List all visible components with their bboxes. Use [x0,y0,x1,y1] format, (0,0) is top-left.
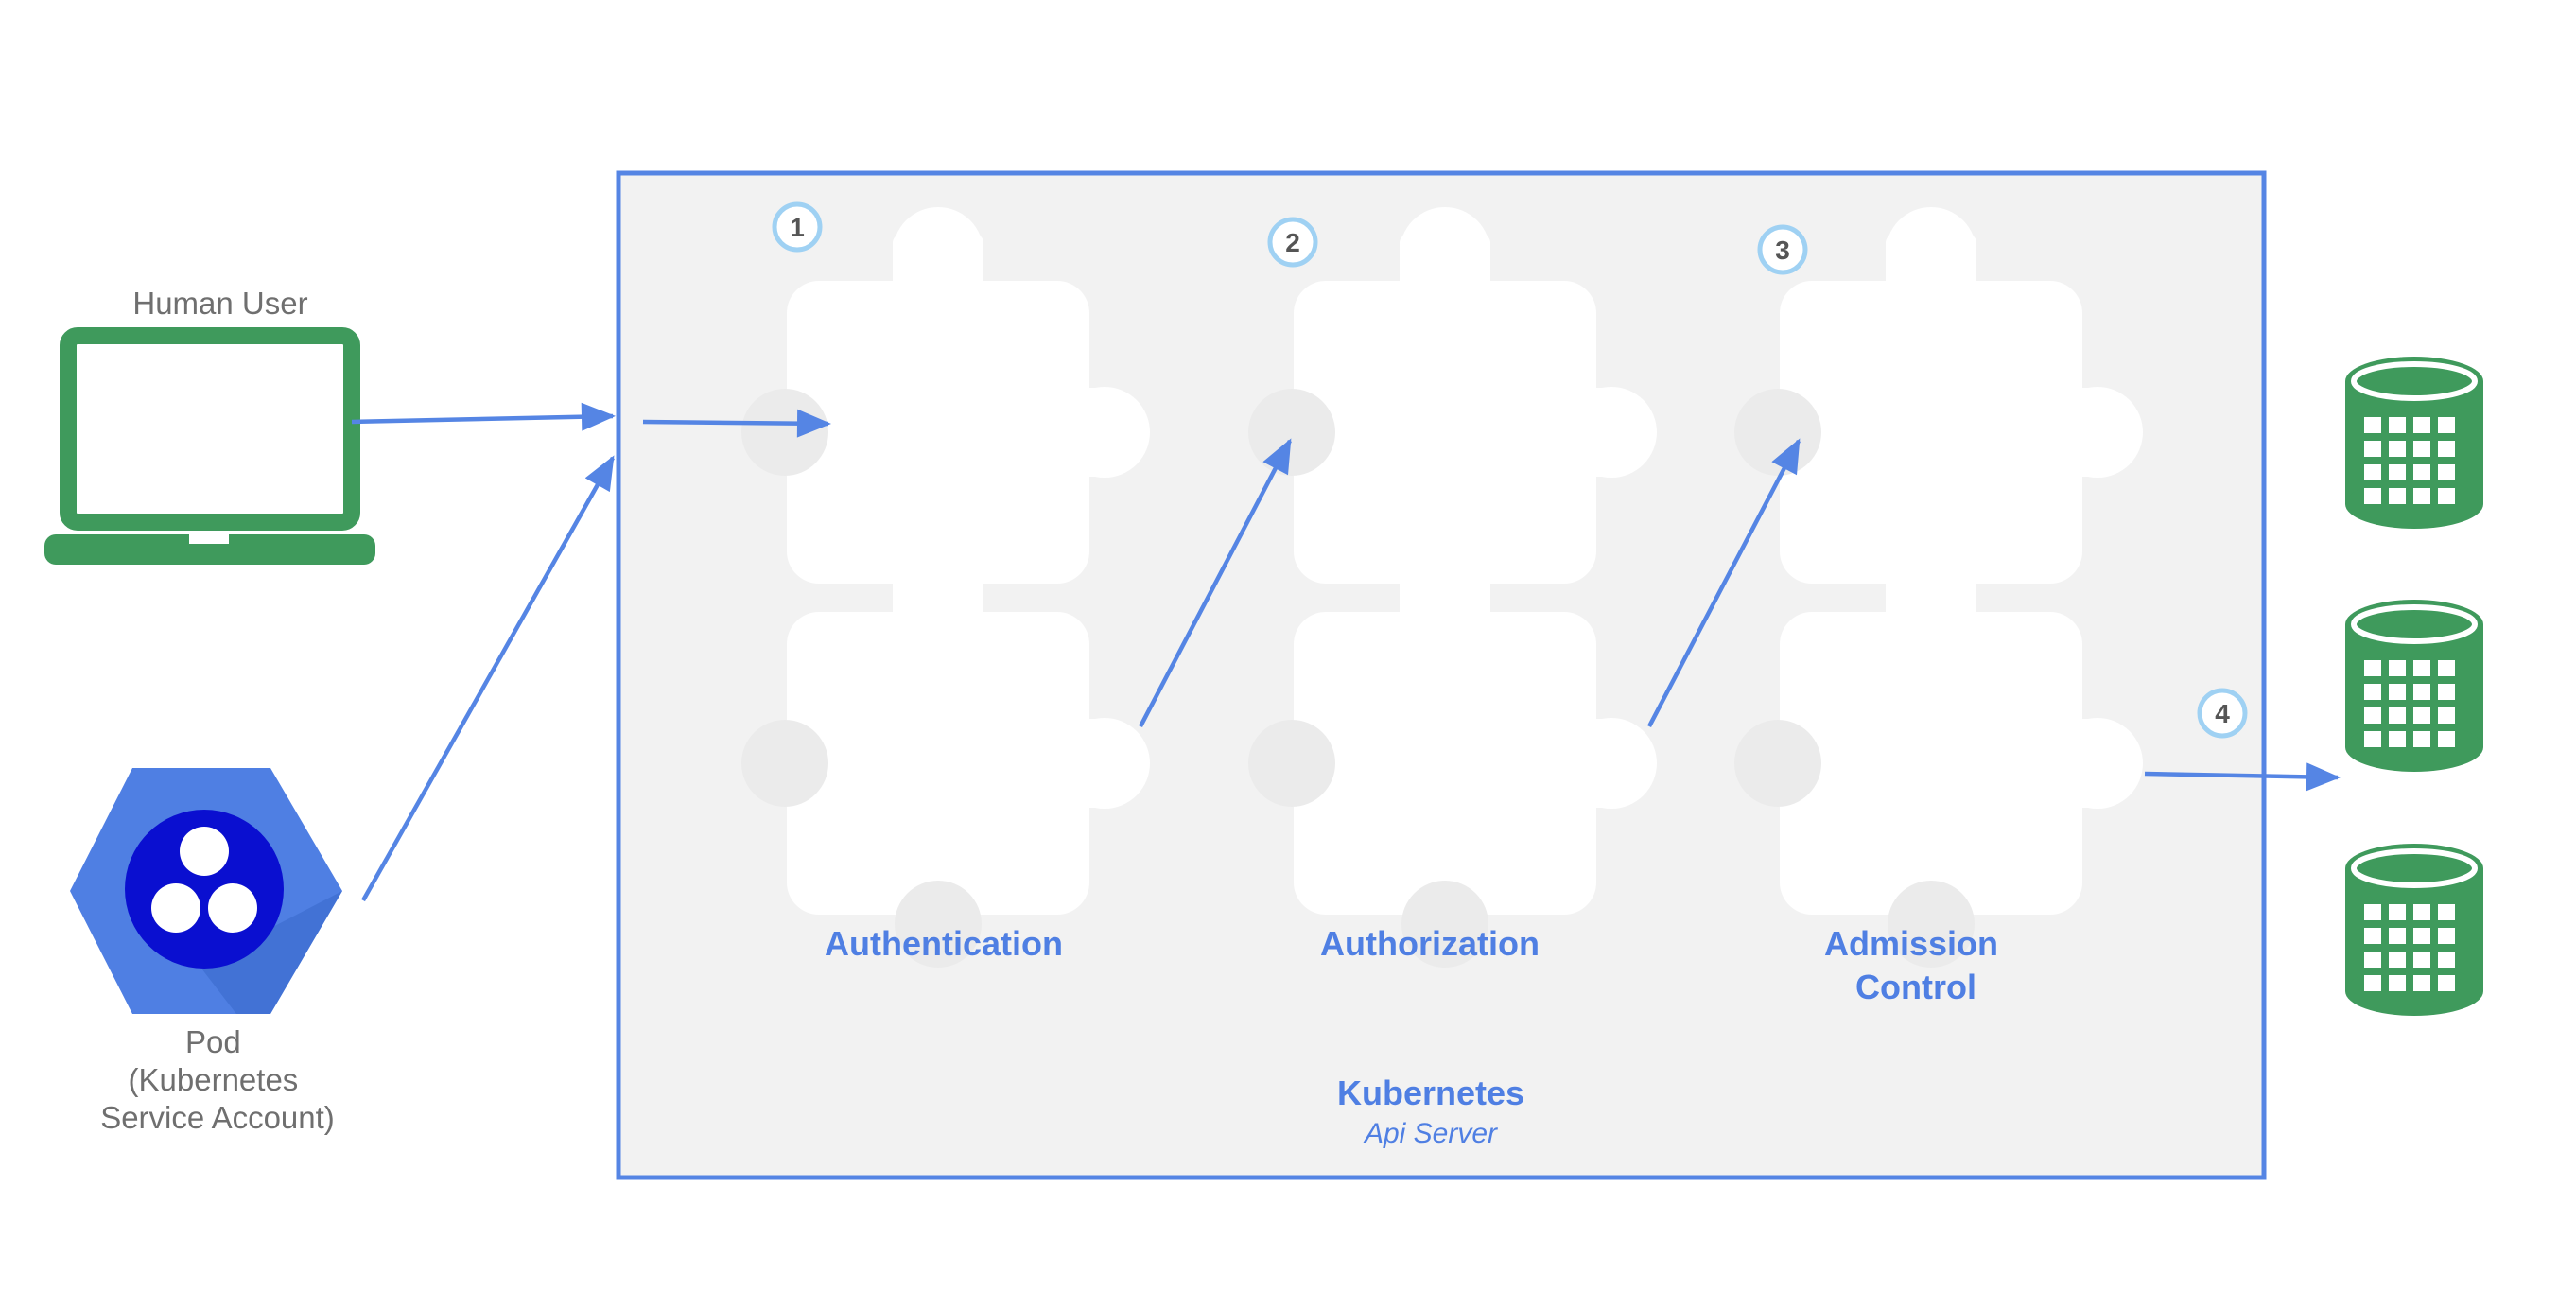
svg-text:3: 3 [1775,236,1790,265]
svg-text:2: 2 [1285,228,1300,257]
step-badge-3: 3 [1757,224,1808,275]
database-icon [2345,357,2483,529]
api-server-title: Kubernetes [1337,1074,1524,1112]
database-icon [2345,844,2483,1016]
step-badge-4: 4 [2197,688,2248,739]
svg-text:1: 1 [790,213,805,242]
admission-label-line: Control [1855,968,1976,1006]
authorization-label: Authorization [1320,924,1540,963]
svg-text:4: 4 [2215,699,2230,728]
step-badge-1: 1 [772,201,823,253]
arrow-admission-to-storage [2144,762,2341,792]
kubernetes-pod-icon [70,768,342,1014]
authentication-label: Authentication [825,924,1063,963]
admission-label-line: Admission [1824,924,1998,963]
api-server-subtitle: Api Server [1363,1118,1498,1149]
step-badge-2: 2 [1267,217,1318,268]
pod-label-line: (Kubernetes [129,1062,299,1097]
pod-label: Pod (Kubernetes Service Account) [100,1024,335,1135]
arrow-user-to-server [351,402,616,431]
admission-control-label: Admission Control [1824,924,2008,1006]
pod-label-line: Service Account) [100,1100,335,1135]
arrow-authentication-to-authorization [1139,438,1292,728]
arrow-into-authentication [642,409,831,438]
pod-label-line: Pod [185,1024,241,1059]
laptop-icon [44,327,375,565]
arrow-pod-to-server [361,455,615,902]
arrow-authorization-to-admission [1647,438,1801,728]
human-user-label: Human User [132,286,307,321]
database-icon [2345,600,2483,772]
